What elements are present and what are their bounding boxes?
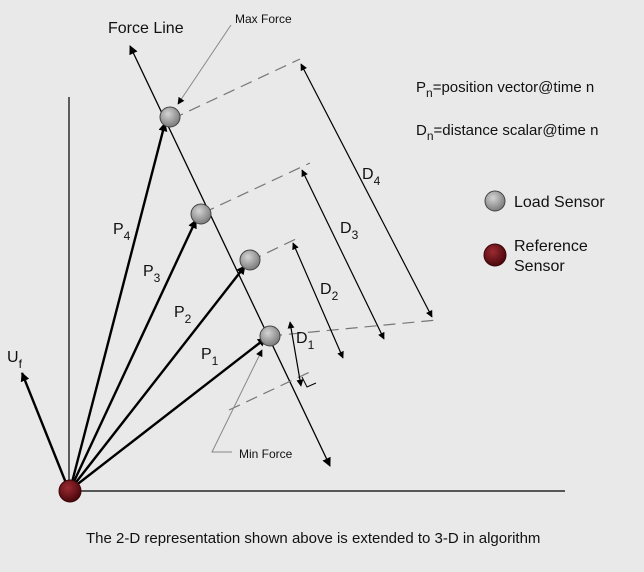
callouts xyxy=(177,24,263,453)
legend-reference-sensor-label: Reference xyxy=(514,238,588,255)
p3-vector xyxy=(68,219,198,491)
legend: Load Sensor Reference Sensor xyxy=(483,190,605,275)
legend-reference-sensor-swatch xyxy=(483,243,507,267)
definition-p: Pn=position vector@time n xyxy=(416,79,594,100)
d3-arrow xyxy=(301,169,385,340)
load-sensor-4 xyxy=(159,106,181,128)
reference-sensor xyxy=(58,479,82,503)
min-force-label: Min Force xyxy=(239,447,293,461)
max-force-leader xyxy=(177,24,232,105)
p2-vector xyxy=(69,265,246,491)
load-sensor-2 xyxy=(239,249,261,271)
max-force-label: Max Force xyxy=(235,12,292,26)
force-line-label: Force Line xyxy=(108,20,184,37)
force-line xyxy=(129,45,331,467)
load-sensor-3 xyxy=(190,203,212,225)
d4-label: D4 xyxy=(362,166,381,188)
p3-label: P3 xyxy=(143,263,161,285)
uf-label: Uf xyxy=(7,349,23,371)
uf-vector xyxy=(20,372,70,489)
p2-label: P2 xyxy=(174,304,192,326)
p1-vector xyxy=(69,337,267,491)
legend-reference-sensor-label-2: Sensor xyxy=(514,258,565,275)
d3-label: D3 xyxy=(340,220,359,242)
load-sensor-1 xyxy=(259,325,281,347)
right-angle-marker xyxy=(301,376,317,388)
d2-label: D2 xyxy=(320,281,339,303)
position-vectors xyxy=(20,122,267,491)
p1-label: P1 xyxy=(201,346,219,368)
d4-arrow xyxy=(300,63,433,318)
legend-load-sensor-label: Load Sensor xyxy=(514,194,605,211)
p4-vector xyxy=(68,122,168,491)
p4-label: P4 xyxy=(113,221,131,243)
load-sensors xyxy=(159,106,281,347)
axes xyxy=(68,97,565,492)
min-force-leader xyxy=(211,349,263,453)
distance-arrows xyxy=(287,63,433,387)
caption: The 2-D representation shown above is ex… xyxy=(86,530,541,547)
definition-d: Dn=distance scalar@time n xyxy=(416,122,598,143)
d1-label: D1 xyxy=(296,330,315,352)
legend-load-sensor-swatch xyxy=(484,190,506,212)
